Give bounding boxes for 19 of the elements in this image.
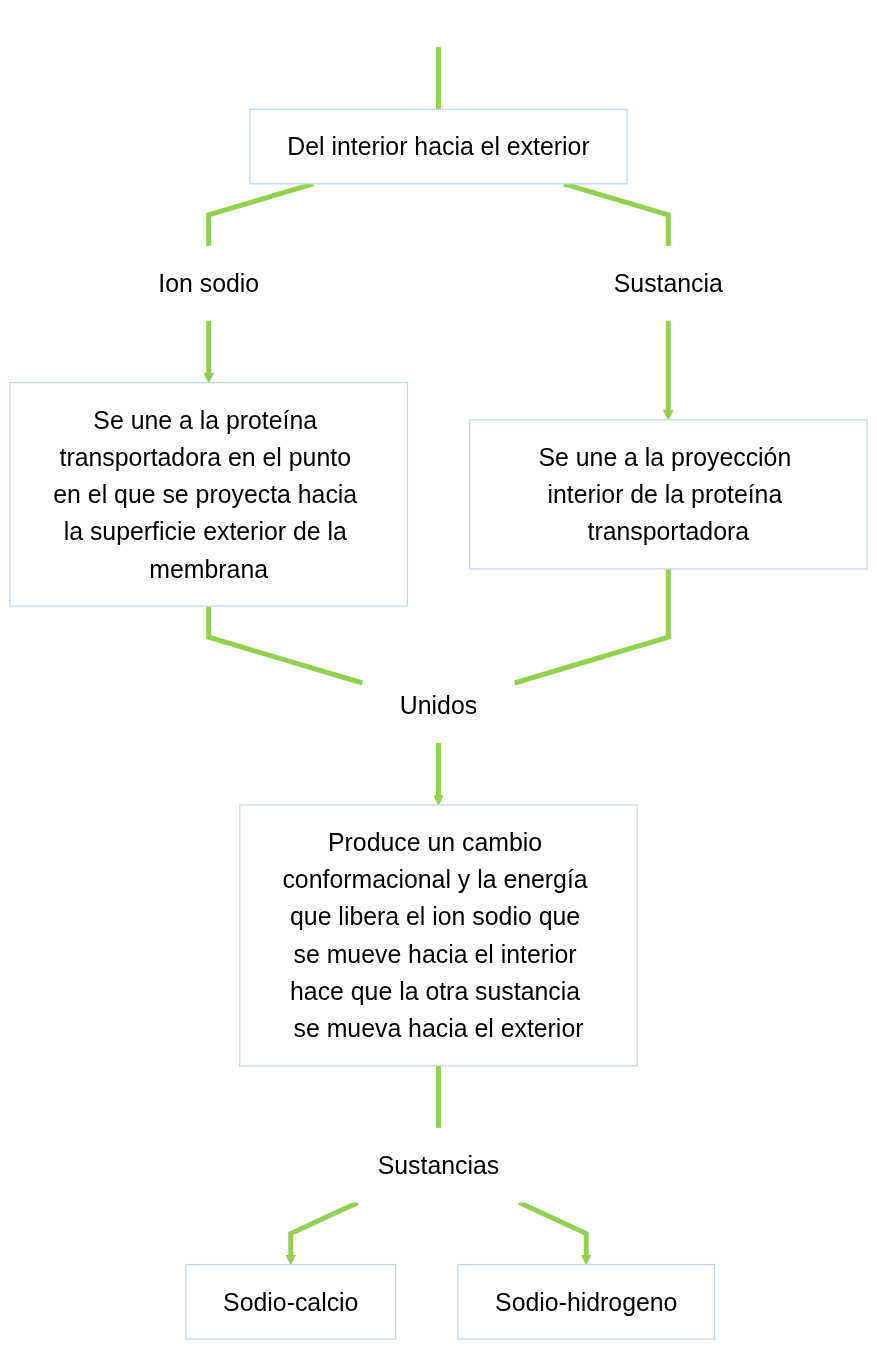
- arrow: [518, 1200, 592, 1266]
- arrow: [433, 742, 444, 806]
- node-box: Sodio-calcio: [185, 1263, 397, 1340]
- node-text: Sustancia: [613, 269, 723, 297]
- connector: [513, 568, 671, 686]
- arrow: [285, 1200, 359, 1266]
- arrow: [203, 320, 215, 384]
- arrow: [662, 320, 674, 421]
- connector: [436, 1065, 441, 1128]
- node-box: Se une a la proteína transportadora en el punto en el que se proyecta hacia la superficie exterior de la membrana: [9, 382, 409, 607]
- node-box: Del interior hacia el exterior: [249, 108, 628, 185]
- node-text: Unidos: [399, 691, 478, 720]
- node-box: Sodio-hidrogeno: [457, 1263, 716, 1340]
- connector: [206, 606, 364, 686]
- node-text: Ion sodio: [158, 269, 260, 297]
- connector: [436, 47, 441, 110]
- node-box: Se une a la proyección interior de la proteína transportadora: [468, 419, 868, 570]
- node-text: Sustancias: [377, 1151, 500, 1179]
- node-box: Produce un cambio conformacional y la energía que libera el ion sodio que se mueve hacia el interior hace que la otra sustancia se mueva hacia el exterior: [239, 804, 638, 1067]
